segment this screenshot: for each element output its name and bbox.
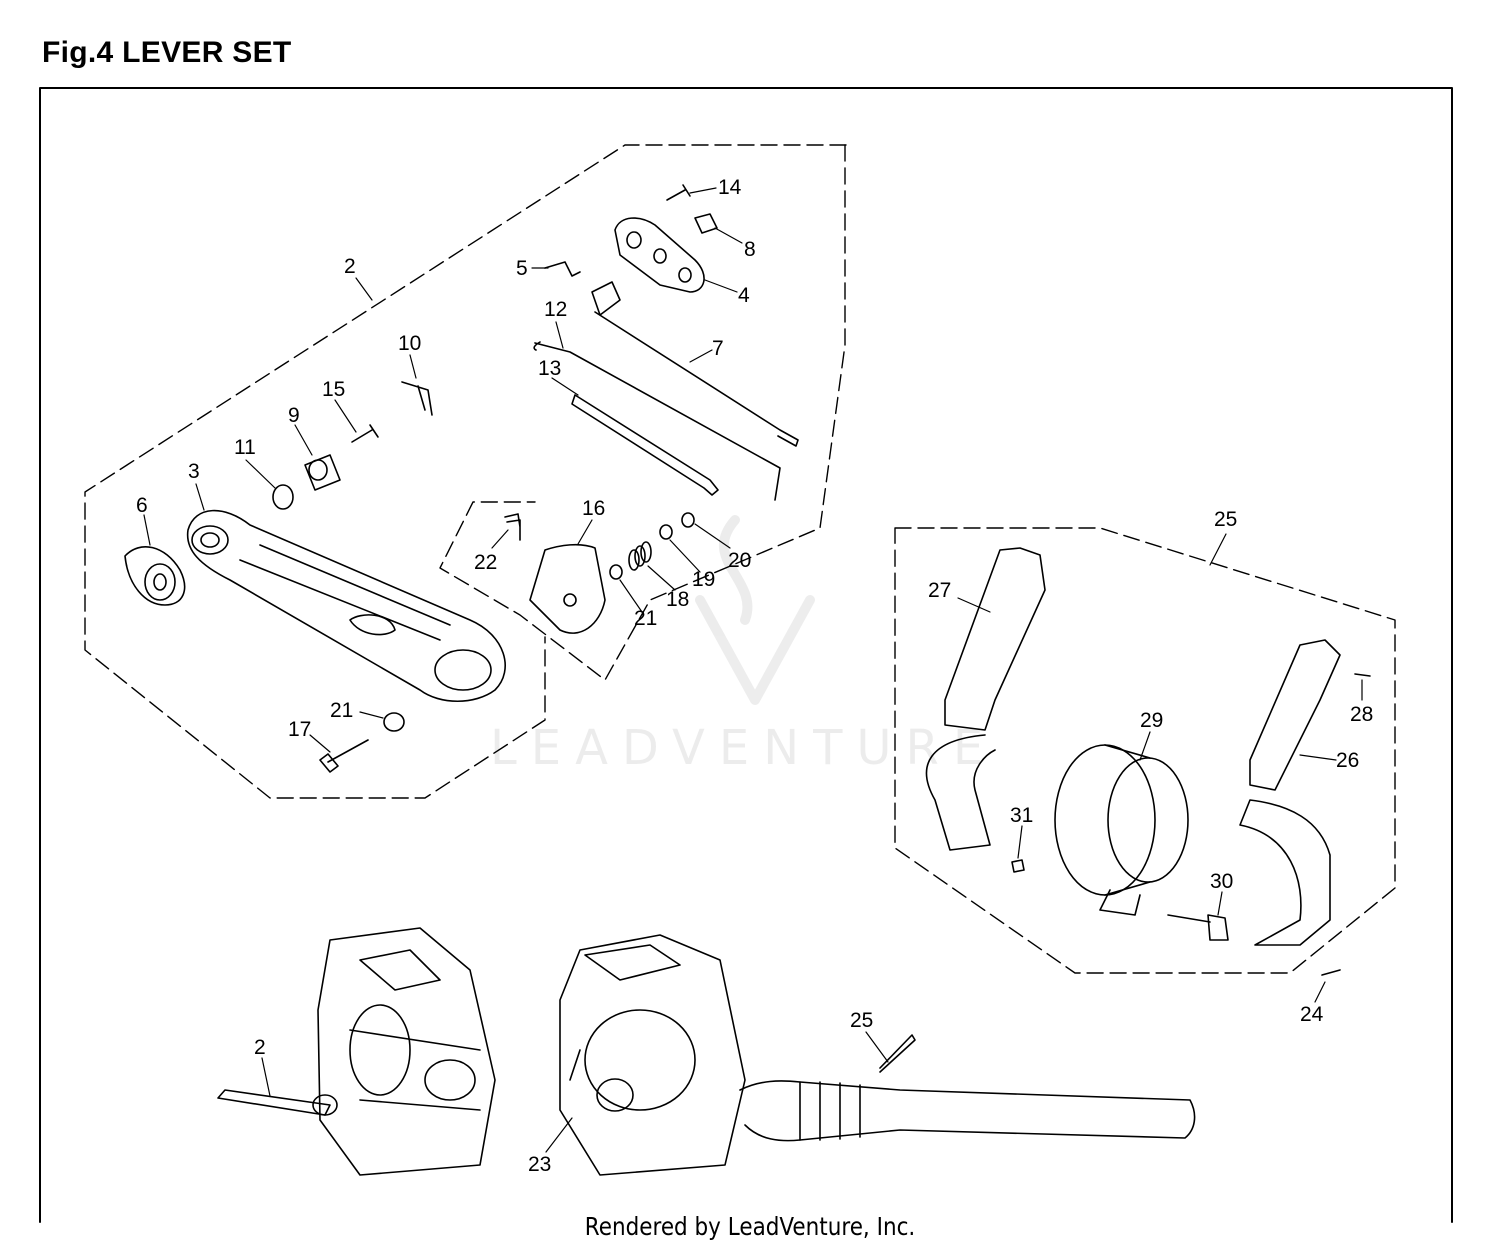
part-throttle-trigger [591, 281, 621, 316]
group-25-outline [894, 527, 1396, 974]
leader-lines [143, 187, 1363, 1153]
part-24-screw [1321, 969, 1341, 976]
part-19-washer [659, 524, 673, 540]
callout-19: 19 [692, 568, 715, 591]
part-13-tube [571, 394, 719, 496]
part-27-handle-left [925, 547, 1046, 851]
callout-27: 27 [928, 579, 951, 602]
callout-3: 3 [188, 460, 200, 483]
part-15-bolt [351, 424, 379, 443]
group-2-outline [84, 144, 847, 799]
part-21-washer-upper [609, 564, 623, 580]
watermark-logo [695, 515, 815, 705]
part-28-screw [1354, 673, 1371, 677]
callout-22: 22 [474, 551, 497, 574]
part-20-nut [681, 512, 695, 528]
callout-13: 13 [538, 357, 561, 380]
callout-21-lower: 21 [330, 699, 353, 722]
part-5-clip [544, 261, 581, 277]
part-21-washer-lower [383, 712, 405, 732]
callout-6: 6 [136, 494, 148, 517]
callout-2-upper: 2 [344, 255, 356, 278]
part-30-knob [1167, 914, 1229, 941]
callout-28: 28 [1350, 703, 1373, 726]
callout-14: 14 [718, 176, 742, 199]
callout-8: 8 [744, 238, 756, 261]
callout-26: 26 [1336, 749, 1359, 772]
callout-30: 30 [1210, 870, 1233, 893]
part-22-bolt [504, 513, 521, 541]
part-29-collar [1054, 744, 1189, 916]
callout-17: 17 [288, 718, 311, 741]
blower-assembly-left [217, 927, 496, 1176]
part-18-spring [628, 541, 652, 571]
part-7-cable [594, 311, 799, 447]
callout-25-group: 25 [1214, 508, 1237, 531]
part-17-bolt [319, 739, 369, 773]
part-9-bushing [304, 454, 341, 491]
diagram-frame [39, 87, 1453, 1223]
callout-12: 12 [544, 298, 567, 321]
part-16-bracket [529, 543, 606, 634]
callout-21-upper: 21 [634, 607, 657, 630]
callout-24: 24 [1300, 1003, 1324, 1026]
part-3-lever-arm [186, 509, 506, 703]
callout-10: 10 [398, 332, 421, 355]
watermark-text: LEADVENTURE [490, 720, 997, 776]
blower-assembly-right [559, 934, 1196, 1176]
callout-29: 29 [1140, 709, 1163, 732]
part-8-nut [694, 213, 718, 234]
callout-2-assembly: 2 [254, 1036, 266, 1059]
figure-title: Fig.4 LEVER SET [42, 36, 292, 69]
part-31-nut [1011, 859, 1025, 873]
part-14-screw [666, 184, 691, 201]
part-12-cable [533, 341, 781, 501]
callout-15: 15 [322, 378, 345, 401]
part-26-handle-right [1239, 639, 1341, 946]
callout-5: 5 [516, 257, 528, 280]
callout-9: 9 [288, 404, 300, 427]
callout-23: 23 [528, 1153, 551, 1176]
part-11-washer [272, 484, 294, 510]
part-10-pin [401, 381, 433, 416]
part-6-grip [124, 546, 186, 606]
callout-18: 18 [666, 588, 689, 611]
part-4-throttle-housing [614, 217, 705, 293]
callout-11: 11 [234, 436, 256, 459]
callout-20: 20 [728, 549, 751, 572]
callout-4: 4 [738, 284, 750, 307]
callout-labels: 2 3 4 5 6 7 8 9 10 11 12 13 14 15 16 17 … [136, 176, 1373, 1176]
footer-credit: Rendered by LeadVenture, Inc. [584, 1212, 916, 1241]
callout-25-assembly: 25 [850, 1009, 873, 1032]
callout-16: 16 [582, 497, 605, 520]
callout-7: 7 [712, 337, 724, 360]
callout-31: 31 [1010, 804, 1033, 827]
